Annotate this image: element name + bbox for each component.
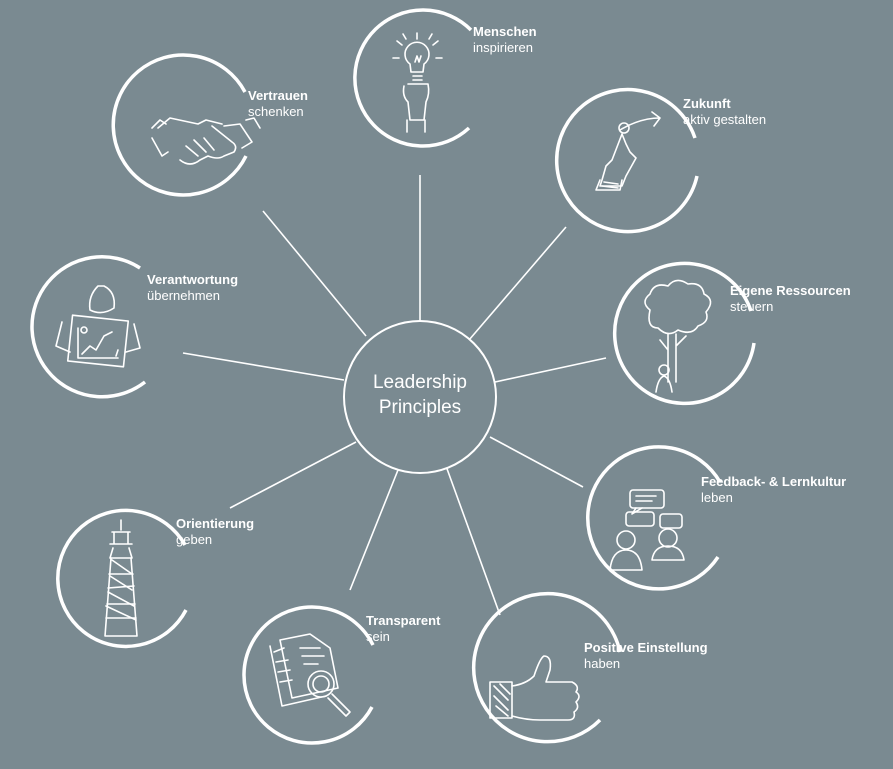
lighthouse-icon [104, 519, 138, 637]
label-vertrauen: Vertrauen schenken [248, 88, 308, 120]
circle-verantwortung [30, 255, 147, 399]
principle-subtitle: sein [366, 629, 390, 644]
label-menschen: Menschen inspirieren [473, 24, 537, 56]
circle-orientierung [56, 508, 188, 649]
principle-subtitle: leben [701, 490, 733, 505]
thumbs-up-icon [489, 655, 580, 721]
handshake-icon [151, 117, 261, 165]
tree-person-icon [644, 279, 712, 393]
principle-title: Positive Einstellung [584, 640, 708, 655]
principle-subtitle: übernehmen [147, 288, 220, 303]
label-feedback: Feedback- & Lernkultur leben [701, 474, 846, 506]
center-hub [343, 320, 497, 474]
spoke-transparent [349, 469, 399, 591]
circle-positive-einstellung [472, 591, 622, 744]
circle-zukunft [554, 87, 699, 234]
principle-subtitle: geben [176, 532, 213, 547]
circle-vertrauen [111, 53, 248, 197]
person-chart-icon [55, 285, 141, 368]
principle-title: Eigene Ressourcen [730, 283, 851, 298]
principle-subtitle: steuern [730, 299, 774, 314]
label-orientierung: Orientierung geben [176, 516, 254, 548]
document-magnifier-icon [269, 633, 351, 717]
center-title: Leadership Principles [342, 370, 498, 420]
principle-title: Transparent [366, 613, 441, 628]
spoke-vertrauen [262, 210, 367, 337]
label-verantwortung: Verantwortung übernehmen [147, 272, 238, 304]
principle-title: Menschen [473, 24, 537, 39]
circle-feedback [586, 445, 722, 591]
lightbulb-hand-icon [392, 32, 443, 133]
principle-subtitle: haben [584, 656, 621, 671]
pointing-hand-arrow-icon [595, 111, 661, 191]
label-zukunft: Zukunft aktiv gestalten [683, 96, 766, 128]
circle-transparent [242, 605, 375, 745]
circle-eigene-ressourcen [612, 261, 756, 406]
principle-title: Orientierung [176, 516, 255, 531]
center-title-line1: Leadership [372, 372, 468, 393]
label-eigene-ressourcen: Eigene Ressourcen steuern [730, 283, 851, 315]
center-title-line2: Principles [378, 397, 462, 418]
spoke-positive-einstellung [445, 465, 501, 616]
principle-title: Zukunft [683, 96, 731, 111]
principle-title: Verantwortung [147, 272, 239, 287]
spokes [182, 175, 607, 616]
principle-subtitle: schenken [248, 104, 304, 119]
circle-menschen [353, 8, 473, 148]
label-positive-einstellung: Positive Einstellung haben [584, 640, 708, 672]
spoke-orientierung [229, 441, 357, 509]
spoke-eigene-ressourcen [494, 357, 607, 383]
spoke-zukunft [468, 226, 567, 341]
principle-subtitle: inspirieren [473, 40, 533, 55]
speech-bubbles-people-icon [609, 489, 685, 571]
principle-title: Feedback- & Lernkultur [701, 474, 847, 489]
label-transparent: Transparent sein [366, 613, 440, 645]
spoke-verantwortung [182, 352, 345, 381]
principle-title: Vertrauen [248, 88, 308, 103]
spoke-feedback [489, 436, 584, 488]
principle-circles [30, 8, 756, 745]
principle-subtitle: aktiv gestalten [683, 112, 767, 127]
